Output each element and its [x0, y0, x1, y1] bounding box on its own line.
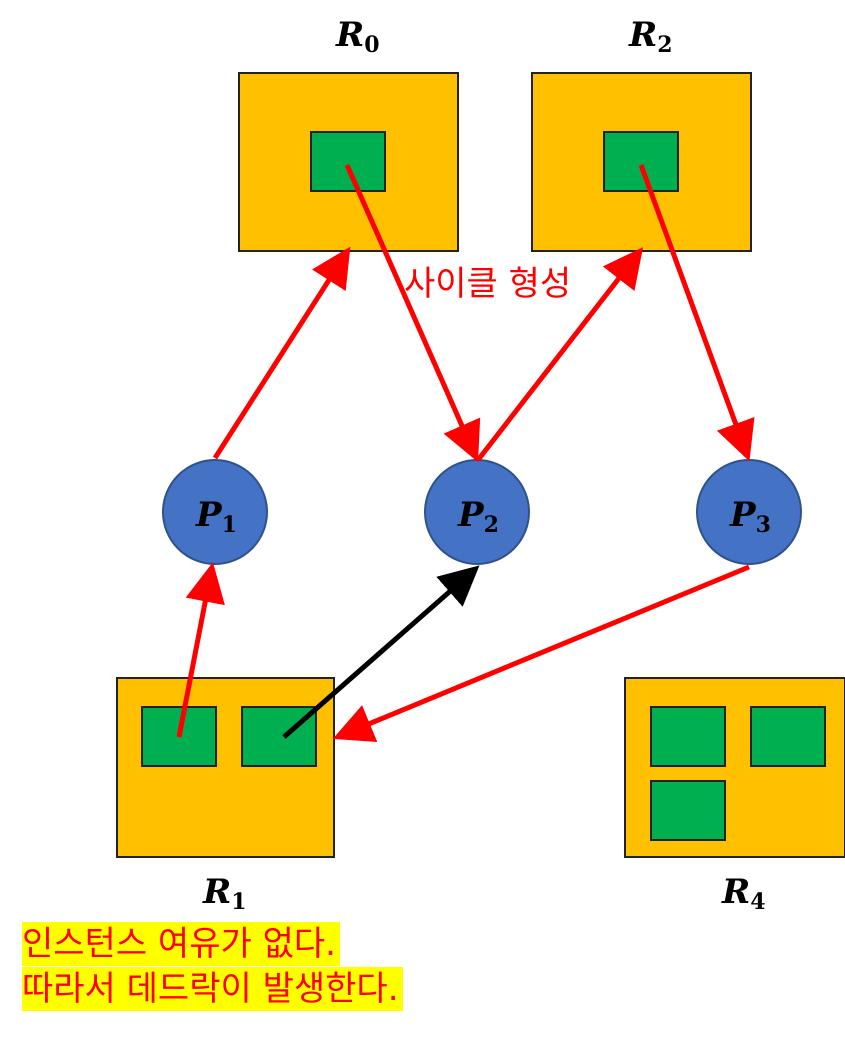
edge-r1-to-p2 — [282, 565, 480, 739]
resource-r1-box — [116, 677, 335, 858]
process-p3-label: P3 — [729, 495, 771, 538]
resource-r1-label: R1 — [202, 872, 247, 915]
resource-r4-instance-1 — [650, 706, 726, 767]
resource-r4-instance-3 — [650, 780, 726, 841]
edge-p3-to-r1 — [332, 564, 750, 743]
process-p1: P1 — [162, 459, 268, 565]
deadlock-note-line-2: 따라서 데드락이 발생한다. — [22, 967, 403, 1011]
resource-r0: R0 — [238, 15, 459, 252]
resource-r4-instance-2 — [750, 706, 826, 767]
resource-r2-label: R2 — [628, 15, 673, 58]
process-p2: P2 — [424, 459, 530, 565]
resource-r1: R1 — [116, 677, 335, 915]
resource-r0-label: R0 — [335, 15, 380, 58]
resource-r4-label: R4 — [721, 872, 766, 915]
process-p3: P3 — [696, 459, 802, 565]
edge-r1-to-p1 — [176, 562, 225, 738]
edge-p2-to-r2 — [476, 247, 644, 462]
resource-r2: R2 — [531, 15, 752, 252]
resource-r2-instance-1 — [603, 131, 679, 192]
process-p2-label: P2 — [457, 495, 499, 538]
deadlock-note-text-1: 인스턴스 여유가 없다. — [22, 924, 336, 964]
deadlock-note-line-1: 인스턴스 여유가 없다. — [22, 922, 340, 966]
process-p1-label: P1 — [195, 495, 237, 538]
edge-r0-to-p2 — [344, 163, 481, 463]
edge-p1-to-r0 — [212, 246, 351, 460]
resource-r0-instance-1 — [310, 131, 386, 192]
edge-r2-to-p3 — [638, 164, 755, 462]
deadlock-note-text-2: 따라서 데드락이 발생한다. — [22, 969, 399, 1009]
cycle-label: 사이클 형성 — [404, 264, 571, 304]
resource-r4: R4 — [624, 677, 845, 915]
